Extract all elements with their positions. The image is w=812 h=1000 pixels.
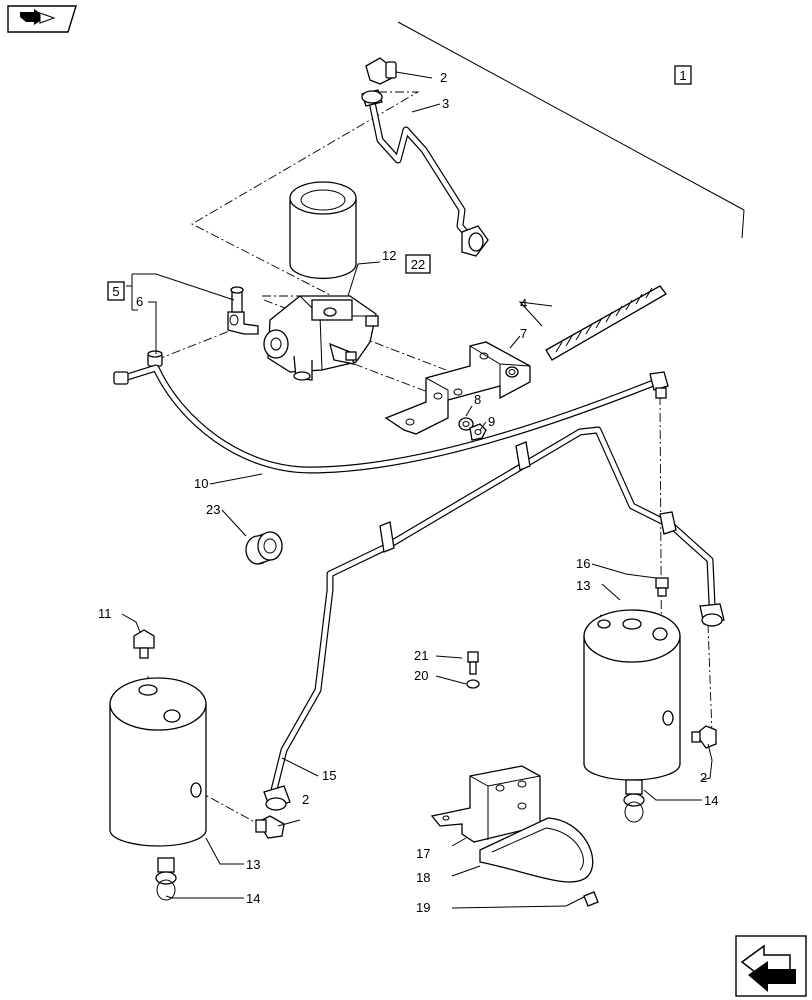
filter-cartridge-12 bbox=[289, 181, 357, 280]
pipe-10 bbox=[113, 364, 669, 474]
callout-12: 12 bbox=[382, 248, 396, 263]
air-tank-13-left bbox=[109, 677, 207, 847]
callout-2-right: 2 bbox=[700, 770, 707, 785]
next-page-arrow-icon[interactable] bbox=[735, 935, 807, 997]
fitting-6 bbox=[147, 350, 163, 367]
callout-16: 16 bbox=[576, 556, 590, 571]
callout-14-left: 14 bbox=[246, 891, 260, 906]
callout-15: 15 bbox=[322, 768, 336, 783]
elbow-fitting-2-top bbox=[361, 57, 397, 107]
air-tank-13-right bbox=[583, 609, 681, 781]
callout-18: 18 bbox=[416, 870, 430, 885]
elbow-fitting-2-right bbox=[691, 725, 717, 749]
label-frame-5 bbox=[107, 281, 125, 301]
grommet-23 bbox=[245, 531, 283, 565]
bracket-7 bbox=[384, 341, 531, 435]
callout-1: 1 bbox=[679, 68, 686, 83]
callout-23: 23 bbox=[206, 502, 220, 517]
callout-10: 10 bbox=[194, 476, 208, 491]
callout-labels: 1 2 3 12 22 5 6 4 7 8 9 10 23 16 13 11 2… bbox=[98, 68, 718, 915]
callout-2-left: 2 bbox=[302, 792, 309, 807]
callout-8: 8 bbox=[474, 392, 481, 407]
callout-13-right: 13 bbox=[576, 578, 590, 593]
callout-14-right: 14 bbox=[704, 793, 718, 808]
bolt-21-washer-20 bbox=[466, 651, 480, 689]
callout-20: 20 bbox=[414, 668, 428, 683]
callout-21: 21 bbox=[414, 648, 428, 663]
pipe-15 bbox=[263, 426, 725, 811]
strap-18 bbox=[479, 817, 594, 883]
callout-19: 19 bbox=[416, 900, 430, 915]
threaded-rod-4 bbox=[545, 285, 667, 361]
label-frame-22 bbox=[405, 254, 431, 274]
elbow-fitting-2-left bbox=[255, 815, 285, 839]
folder-arrow-icon[interactable] bbox=[7, 5, 77, 33]
callout-3: 3 bbox=[442, 96, 449, 111]
callout-4: 4 bbox=[520, 296, 527, 311]
air-dryer-valve-body bbox=[262, 295, 379, 381]
callout-17: 17 bbox=[416, 846, 430, 861]
washer-nut-8-9 bbox=[458, 417, 487, 441]
callout-11: 11 bbox=[98, 606, 112, 621]
callout-5: 5 bbox=[112, 284, 119, 299]
plug-11 bbox=[133, 629, 155, 659]
leader-lines bbox=[121, 71, 713, 909]
label-frame-1 bbox=[674, 65, 692, 85]
bolt-19 bbox=[565, 891, 599, 907]
pipe-3 bbox=[368, 98, 489, 257]
callout-9: 9 bbox=[488, 414, 495, 429]
callout-7: 7 bbox=[520, 326, 527, 341]
callout-6: 6 bbox=[136, 294, 143, 309]
callout-13-left: 13 bbox=[246, 857, 260, 872]
callout-2-top: 2 bbox=[440, 70, 447, 85]
callout-22: 22 bbox=[411, 257, 425, 272]
drain-valve-14-right bbox=[623, 779, 645, 823]
drain-valve-14-left bbox=[155, 857, 177, 901]
tee-fitting-5 bbox=[227, 286, 259, 335]
plug-16 bbox=[655, 577, 669, 597]
group-bracket-1 bbox=[397, 21, 745, 239]
